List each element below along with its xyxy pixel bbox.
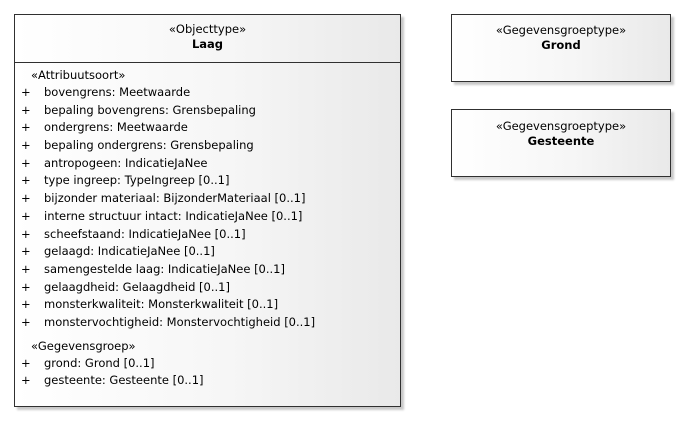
- attribute-text: interne structuur intact: IndicatieJaNee…: [44, 208, 303, 223]
- visibility-marker: +: [21, 155, 31, 170]
- attributes-compartment: «Attribuutsoort» + bovengrens: Meetwaarde…: [15, 63, 400, 390]
- attribute-list: + bovengrens: Meetwaarde + bepaling bovengr…: [15, 84, 400, 332]
- visibility-marker: +: [21, 120, 31, 135]
- attribute-group-label: «Attribuutsoort»: [31, 68, 126, 82]
- visibility-marker: +: [21, 244, 31, 259]
- visibility-marker: +: [21, 355, 31, 370]
- class-laag[interactable]: «Objecttype» Laag «Attribuutsoort» + bove…: [14, 14, 401, 407]
- class-name: Gesteente: [527, 134, 595, 148]
- compartment-divider: [15, 62, 400, 63]
- class-name: Grond: [541, 38, 581, 52]
- attribute-text: gelaagdheid: Gelaagdheid [0..1]: [44, 279, 230, 294]
- class-header: «Gegevensgroeptype» Gesteente: [452, 110, 670, 149]
- class-stereotype: «Gegevensgroeptype»: [495, 23, 627, 37]
- class-header: «Objecttype» Laag: [15, 15, 400, 62]
- attribute-row[interactable]: + gelaagdheid: Gelaagdheid [0..1]: [15, 279, 400, 297]
- visibility-marker: +: [21, 373, 31, 388]
- class-name: Laag: [191, 37, 224, 51]
- attribute-text: type ingreep: TypeIngreep [0..1]: [44, 173, 230, 188]
- attribute-text: antropogeen: IndicatieJaNee: [44, 155, 208, 170]
- visibility-marker: +: [21, 297, 31, 312]
- attribute-text: monsterkwaliteit: Monsterkwaliteit [0..1…: [44, 297, 279, 312]
- attribute-text: scheefstaand: IndicatieJaNee [0..1]: [44, 226, 246, 241]
- attribute-text: monstervochtigheid: Monstervochtigheid […: [44, 314, 316, 329]
- attribute-row[interactable]: + bepaling ondergrens: Grensbepaling: [15, 137, 400, 155]
- data-group-list: + grond: Grond [0..1] + gesteente: Gesteent…: [15, 355, 400, 390]
- data-group-row[interactable]: + grond: Grond [0..1]: [15, 355, 400, 373]
- attribute-row[interactable]: + bijzonder materiaal: BijzonderMateriaal…: [15, 190, 400, 208]
- class-gesteente[interactable]: «Gegevensgroeptype» Gesteente: [451, 109, 671, 177]
- visibility-marker: +: [21, 226, 31, 241]
- attribute-text: bepaling ondergrens: Grensbepaling: [44, 138, 254, 153]
- visibility-marker: +: [21, 102, 31, 117]
- attribute-row[interactable]: + bovengrens: Meetwaarde: [15, 84, 400, 102]
- attribute-row[interactable]: + interne structuur intact: IndicatieJaNe…: [15, 208, 400, 226]
- attribute-row[interactable]: + antropogeen: IndicatieJaNee: [15, 155, 400, 173]
- class-stereotype: «Gegevensgroeptype»: [495, 119, 627, 133]
- attribute-text: bijzonder materiaal: BijzonderMateriaal …: [44, 191, 306, 206]
- attribute-text: gesteente: Gesteente [0..1]: [44, 373, 204, 388]
- attribute-row[interactable]: + scheefstaand: IndicatieJaNee [0..1]: [15, 226, 400, 244]
- visibility-marker: +: [21, 261, 31, 276]
- data-group-label: «Gegevensgroep»: [31, 338, 136, 353]
- class-grond[interactable]: «Gegevensgroeptype» Grond: [451, 14, 671, 82]
- attribute-row[interactable]: + monstervochtigheid: Monstervochtigheid …: [15, 314, 400, 332]
- visibility-marker: +: [21, 85, 31, 99]
- visibility-marker: +: [21, 279, 31, 294]
- visibility-marker: +: [21, 173, 31, 188]
- attribute-row[interactable]: + gelaagd: IndicatieJaNee [0..1]: [15, 243, 400, 261]
- data-group-row[interactable]: + gesteente: Gesteente [0..1]: [15, 372, 400, 390]
- attribute-row[interactable]: + type ingreep: TypeIngreep [0..1]: [15, 172, 400, 190]
- visibility-marker: +: [21, 208, 31, 223]
- attribute-row[interactable]: + bepaling bovengrens: Grensbepaling: [15, 102, 400, 120]
- attribute-text: bovengrens: Meetwaarde: [44, 85, 191, 99]
- attribute-text: gelaagd: IndicatieJaNee [0..1]: [44, 244, 215, 259]
- attribute-text: bepaling bovengrens: Grensbepaling: [44, 102, 256, 117]
- class-stereotype: «Objecttype»: [168, 22, 247, 36]
- attribute-text: ondergrens: Meetwaarde: [44, 120, 188, 135]
- attribute-row[interactable]: + samengestelde laag: IndicatieJaNee [0..…: [15, 261, 400, 279]
- attribute-text: grond: Grond [0..1]: [44, 355, 155, 370]
- visibility-marker: +: [21, 191, 31, 206]
- class-header: «Gegevensgroeptype» Grond: [452, 15, 670, 53]
- attribute-row[interactable]: + monsterkwaliteit: Monsterkwaliteit [0..…: [15, 296, 400, 314]
- visibility-marker: +: [21, 314, 31, 329]
- attribute-text: samengestelde laag: IndicatieJaNee [0..1…: [44, 261, 285, 276]
- visibility-marker: +: [21, 138, 31, 153]
- attribute-row[interactable]: + ondergrens: Meetwaarde: [15, 119, 400, 137]
